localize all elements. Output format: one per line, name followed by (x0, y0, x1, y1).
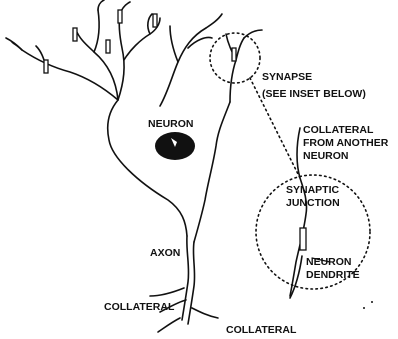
collateral-other-label-3: NEURON (303, 150, 349, 162)
synaptic-junction-label-2: JUNCTION (286, 197, 340, 209)
neuron-label: NEURON (148, 118, 194, 130)
synapse-label: SYNAPSE (262, 71, 312, 83)
neuron-dendrite-label-2: DENDRITE (306, 269, 360, 281)
synaptic-junction-label-1: SYNAPTIC (286, 184, 340, 196)
axon (182, 236, 195, 324)
stray-dot (371, 301, 373, 303)
neuron-dendrite-label-1: NEURON (306, 256, 352, 268)
stray-dot (363, 307, 365, 309)
synapse-label-note: (SEE INSET BELOW) (262, 88, 366, 100)
collateral-other-label-2: FROM ANOTHER (303, 137, 389, 149)
collateral-other-label-1: COLLATERAL (303, 124, 374, 136)
collateral-bottom-label: COLLATERAL (226, 324, 297, 336)
collateral-left-label: COLLATERAL (104, 301, 175, 313)
dendrite-branches (6, 0, 262, 106)
axon-label: AXON (150, 247, 180, 259)
inset-synapse-bar (300, 228, 306, 250)
